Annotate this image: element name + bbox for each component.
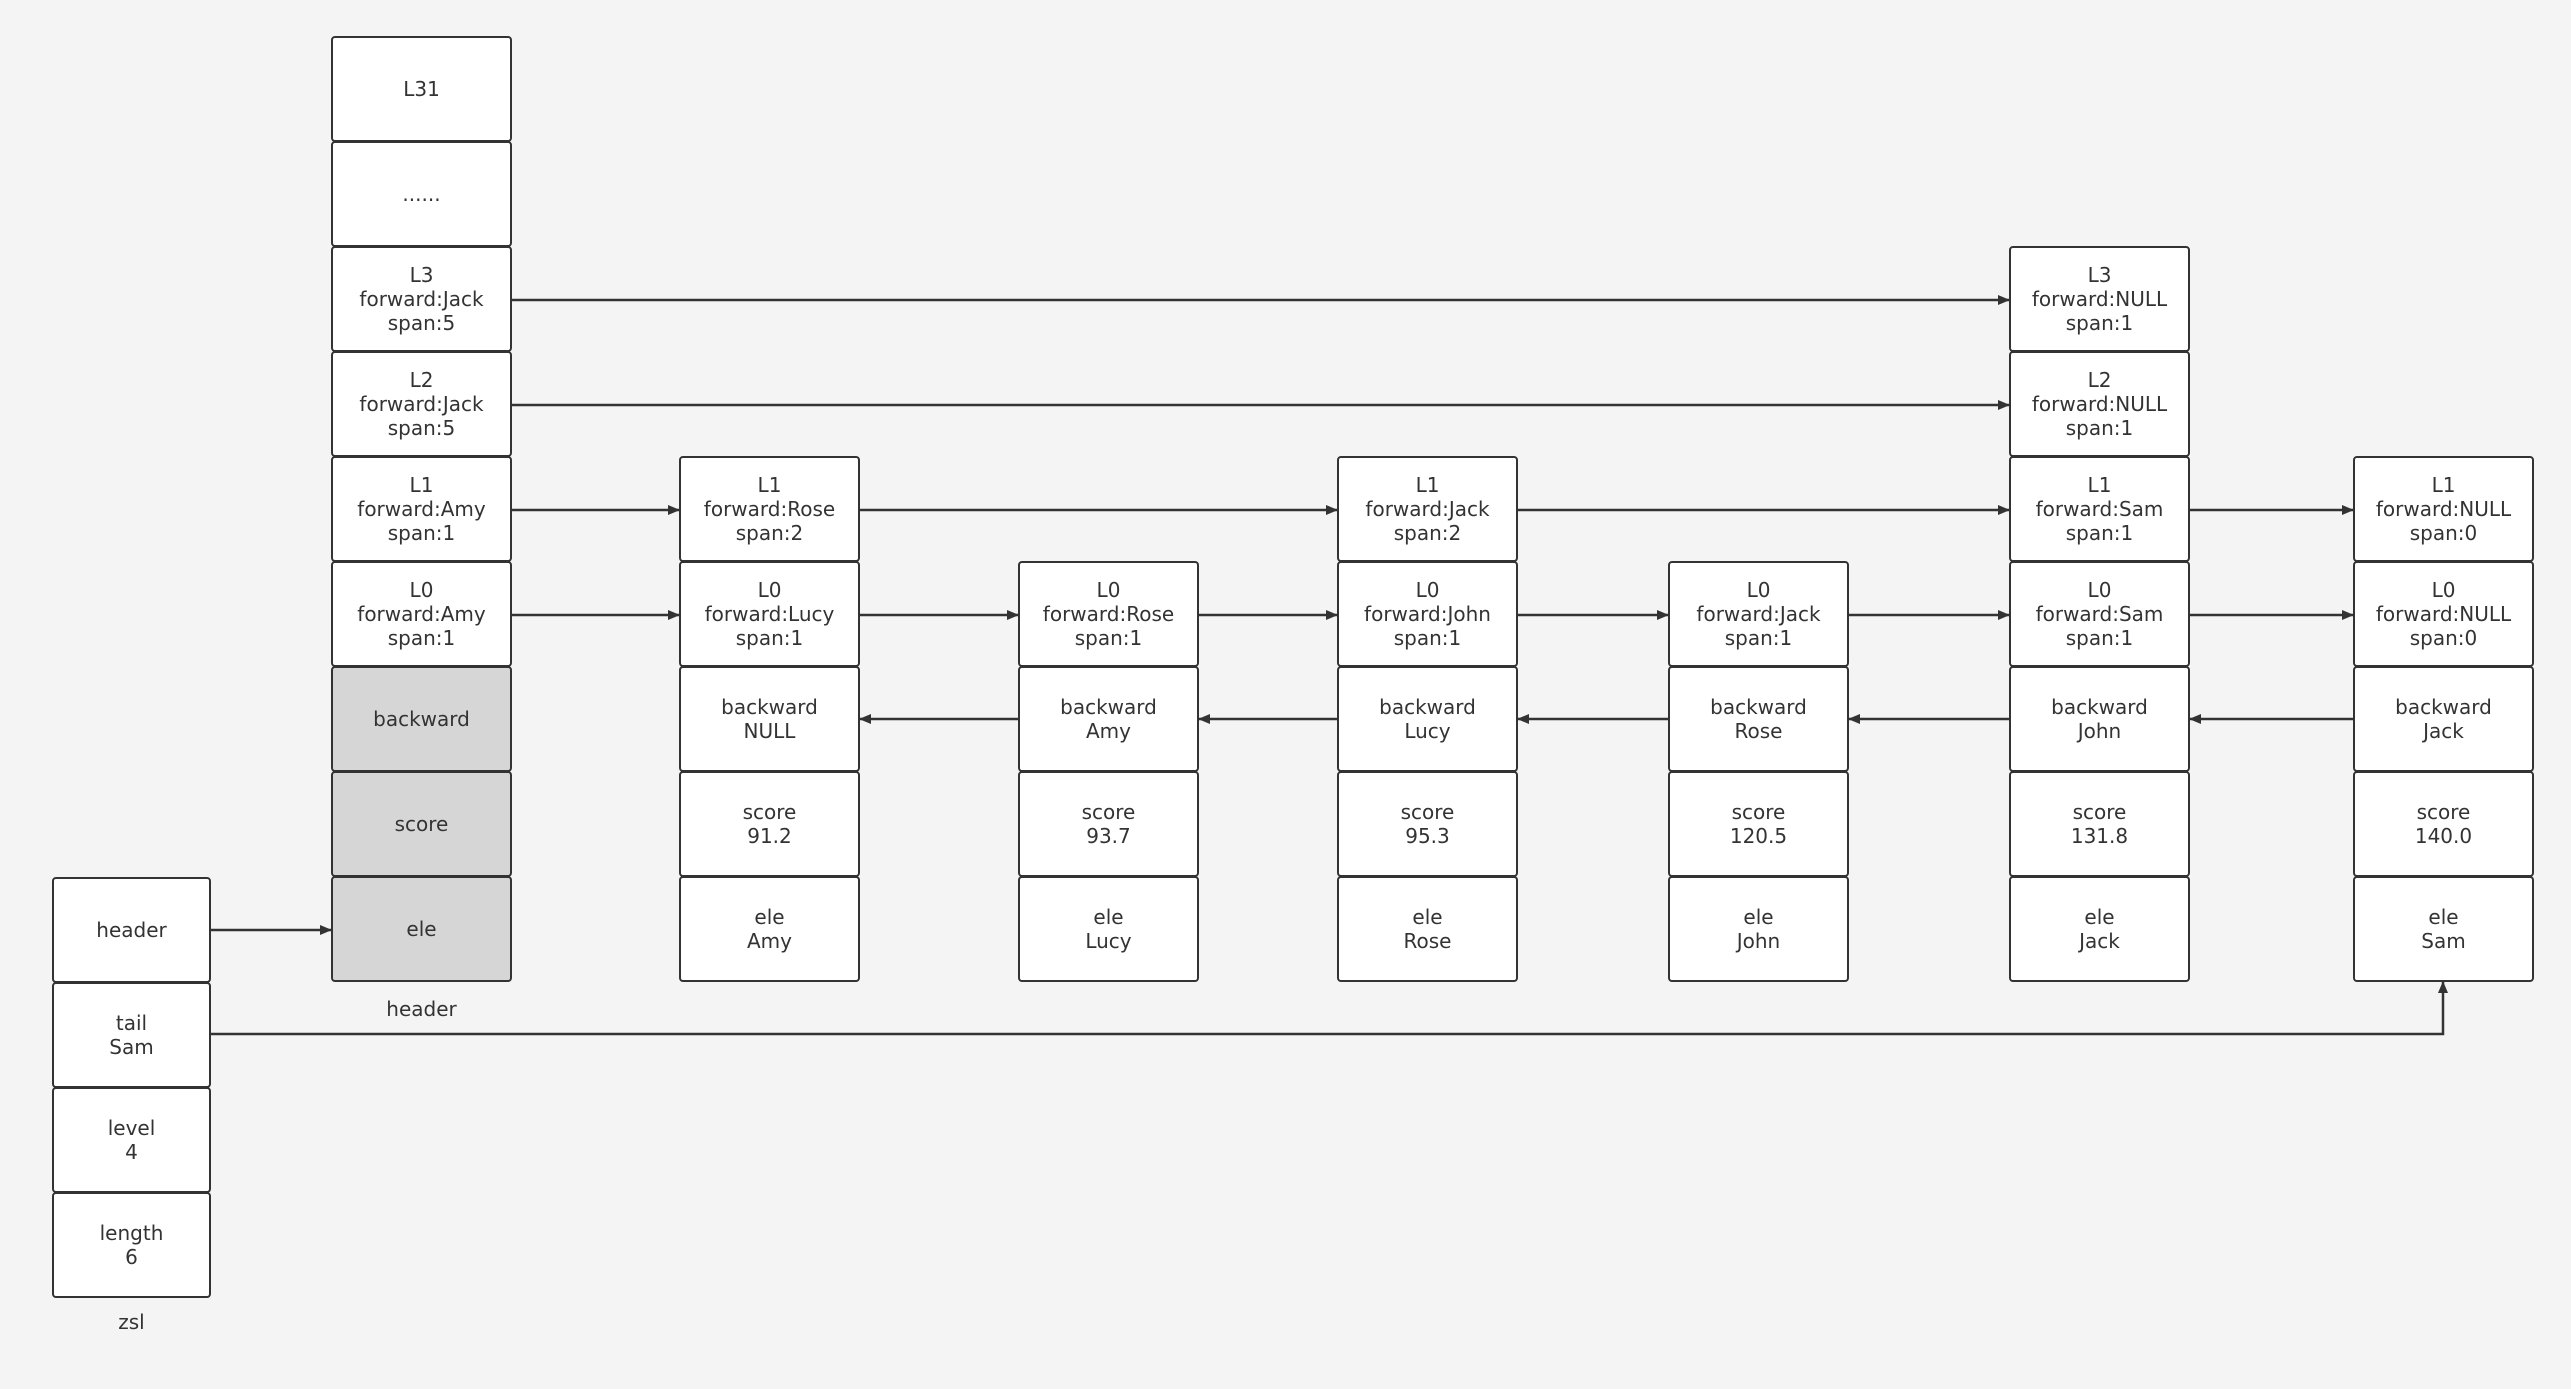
zsl-header-cell: header xyxy=(52,877,211,983)
node-jack-level-L3: L3 forward:NULL span:1 xyxy=(2009,246,2190,352)
node-rose-ele: ele Rose xyxy=(1337,876,1518,982)
node-rose-backward: backward Lucy xyxy=(1337,666,1518,772)
node-sam-backward: backward Jack xyxy=(2353,666,2534,772)
zsl-caption: zsl xyxy=(118,1310,145,1334)
node-sam-level-L0: L0 forward:NULL span:0 xyxy=(2353,561,2534,667)
node-rose-level-L1: L1 forward:Jack span:2 xyxy=(1337,456,1518,562)
node-rose-score: score 95.3 xyxy=(1337,771,1518,877)
node-john-level-L0: L0 forward:Jack span:1 xyxy=(1668,561,1849,667)
header-level-L1: L1 forward:Amy span:1 xyxy=(331,456,512,562)
node-lucy-ele: ele Lucy xyxy=(1018,876,1199,982)
node-jack-backward: backward John xyxy=(2009,666,2190,772)
arrow-zsl-tail-to-sam xyxy=(211,981,2448,1036)
node-amy-level-L1: L1 forward:Rose span:2 xyxy=(679,456,860,562)
node-sam-ele: ele Sam xyxy=(2353,876,2534,982)
node-lucy-level-L0: L0 forward:Rose span:1 xyxy=(1018,561,1199,667)
node-john-ele: ele John xyxy=(1668,876,1849,982)
node-amy-backward: backward NULL xyxy=(679,666,860,772)
node-john-backward: backward Rose xyxy=(1668,666,1849,772)
header-caption: header xyxy=(386,997,457,1021)
node-lucy-backward: backward Amy xyxy=(1018,666,1199,772)
node-amy-ele: ele Amy xyxy=(679,876,860,982)
node-jack-ele: ele Jack xyxy=(2009,876,2190,982)
header-level-L3: L3 forward:Jack span:5 xyxy=(331,246,512,352)
node-rose-level-L0: L0 forward:John span:1 xyxy=(1337,561,1518,667)
node-sam-level-L1: L1 forward:NULL span:0 xyxy=(2353,456,2534,562)
node-jack-score: score 131.8 xyxy=(2009,771,2190,877)
zsl-length-cell: length 6 xyxy=(52,1192,211,1298)
node-jack-level-L0: L0 forward:Sam span:1 xyxy=(2009,561,2190,667)
header-backward-cell: backward xyxy=(331,666,512,772)
header-level-ellipsis: ...... xyxy=(331,141,512,247)
node-lucy-score: score 93.7 xyxy=(1018,771,1199,877)
header-level-L2: L2 forward:Jack span:5 xyxy=(331,351,512,457)
node-jack-level-L1: L1 forward:Sam span:1 xyxy=(2009,456,2190,562)
header-ele-cell: ele xyxy=(331,876,512,982)
node-jack-level-L2: L2 forward:NULL span:1 xyxy=(2009,351,2190,457)
header-level-L31: L31 xyxy=(331,36,512,142)
header-level-L0: L0 forward:Amy span:1 xyxy=(331,561,512,667)
